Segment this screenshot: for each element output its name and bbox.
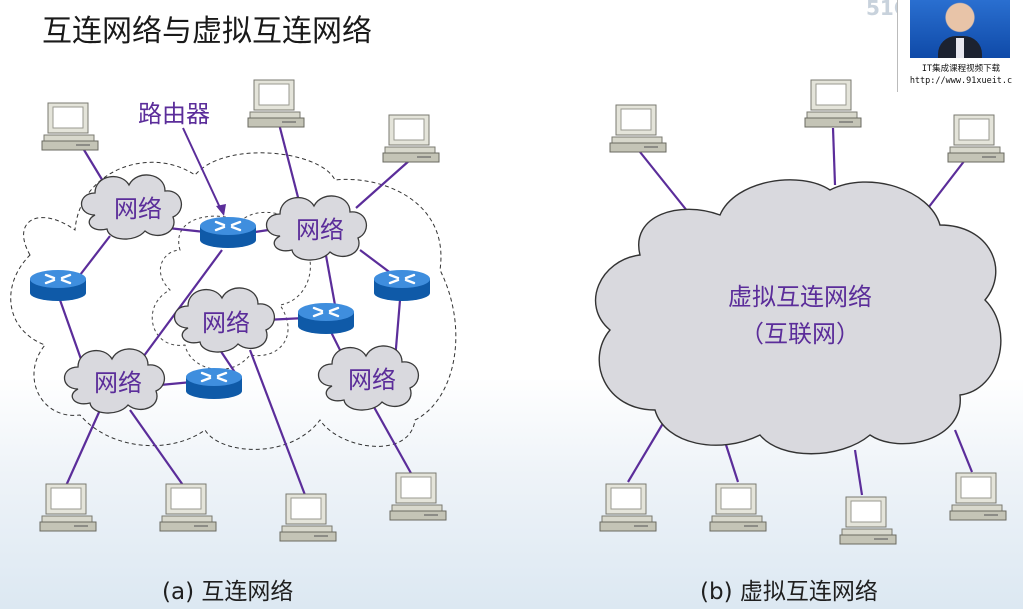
internet-boundary [10, 152, 457, 450]
caption-a: (a) 互连网络 [162, 579, 294, 605]
computer-icon [709, 483, 767, 532]
network-label: 网络 [114, 195, 162, 223]
network-label: 网络 [296, 216, 344, 244]
network-label: 网络 [94, 369, 142, 397]
computer-icon [839, 496, 897, 545]
computer-icon [39, 483, 97, 532]
router-icon [372, 268, 432, 303]
network-label: 网络 [348, 366, 396, 394]
computer-icon [804, 79, 862, 128]
computer-icon [382, 114, 440, 163]
computer-icon [599, 483, 657, 532]
page-title: 互连网络与虚拟互连网络 [42, 14, 372, 49]
router-icon [198, 215, 258, 250]
router-icon [28, 268, 88, 303]
computer-icon [947, 114, 1005, 163]
computer-icon [949, 472, 1007, 521]
virtual-network-label: 虚拟互连网络 [728, 283, 872, 311]
virtual-network-sublabel: （互联网） [740, 320, 860, 348]
caption-b: (b) 虚拟互连网络 [700, 579, 878, 605]
links-right [627, 127, 974, 496]
computer-icon [279, 493, 337, 542]
virtual-network-cloud [594, 179, 1002, 455]
router-label: 路由器 [138, 100, 210, 128]
router-icon [296, 301, 356, 336]
computer-icon [41, 102, 99, 151]
presenter-avatar [910, 0, 1010, 58]
computer-icon [609, 104, 667, 153]
computer-icon [389, 472, 447, 521]
network-label: 网络 [202, 309, 250, 337]
presenter-url: http://www.91xueit.c [909, 76, 1013, 86]
router-icon [184, 366, 244, 401]
computer-icon [159, 483, 217, 532]
presenter-caption: IT集成课程视频下载 [921, 64, 1001, 74]
computer-icon [247, 79, 305, 128]
presenter-overlay: IT集成课程视频下载 http://www.91xueit.c [897, 0, 1023, 92]
